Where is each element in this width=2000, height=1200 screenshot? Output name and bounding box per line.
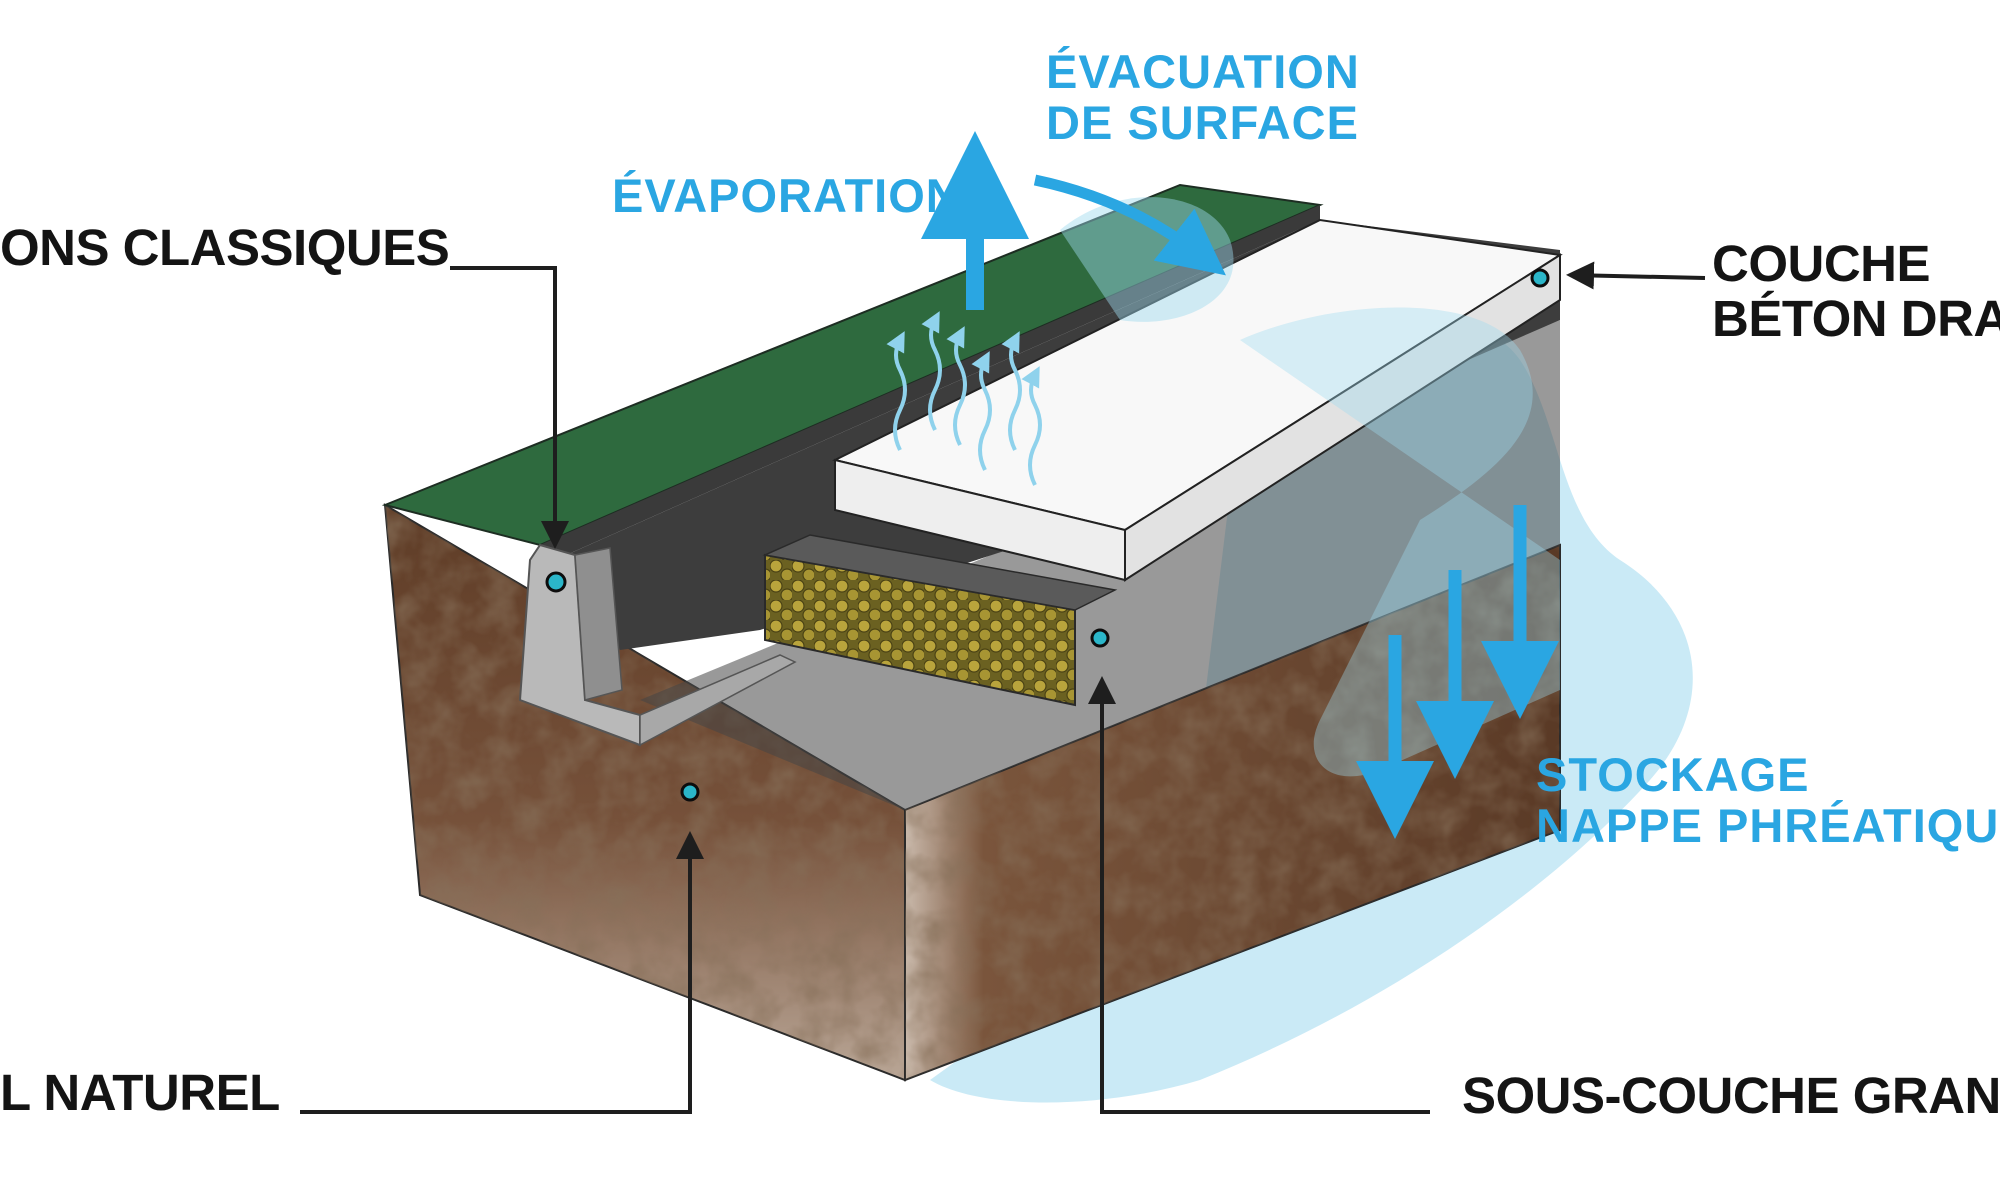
label-bordures-classiques: ONS CLASSIQUES <box>0 219 450 276</box>
marker-dot <box>545 571 567 593</box>
leader-naturel <box>300 831 704 1114</box>
marker-dot <box>1530 268 1550 288</box>
label-evacuation-de-surface: ÉVACUATION DE SURFACE <box>1046 45 1360 149</box>
marker-dot <box>680 782 700 802</box>
label-sous-couche-granulaire: SOUS-COUCHE GRAN <box>1462 1067 2000 1124</box>
leader-classiques <box>450 266 569 549</box>
surface-evacuation-arrow <box>1033 174 1226 276</box>
label-evaporation: ÉVAPORATION <box>612 169 961 222</box>
evaporation-wisps <box>886 311 1042 486</box>
label-stockage-nappe-phreatique: STOCKAGE NAPPE PHRÉATIQUE <box>1536 748 2000 852</box>
leader-sous-couche <box>1088 676 1430 1114</box>
marker-dot <box>1090 628 1110 648</box>
concrete-slab-side <box>1124 253 1561 582</box>
label-sol-naturel: L NATUREL <box>0 1064 280 1121</box>
label-couche-beton-drainant: COUCHE BÉTON DRA <box>1712 235 2000 348</box>
leader-couche <box>1566 261 1706 290</box>
